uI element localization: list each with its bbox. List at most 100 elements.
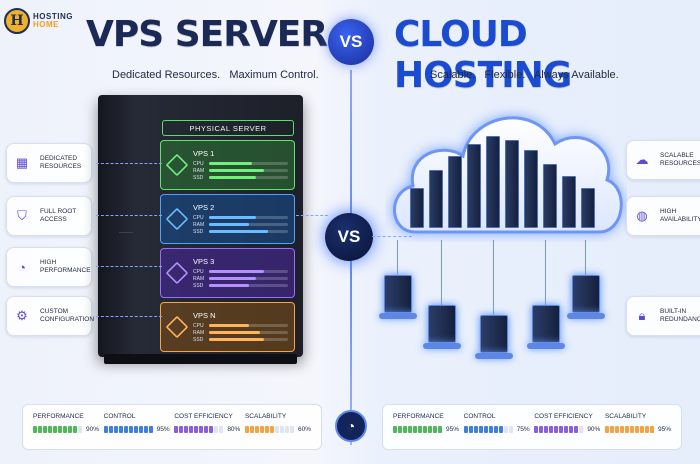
resource-bar-fill [209,216,257,219]
stat-bar-segment [73,426,77,433]
resource-bar [209,331,288,334]
stat-bar-segment [123,426,128,433]
globe-icon: ◍ [636,208,648,223]
stat-bar-segment [259,426,264,433]
cloud-node-base [423,343,461,349]
cloud-server-rack [410,188,424,228]
resource-bar [209,223,288,226]
stat-row: 90% [33,426,99,433]
stat-name: CONTROL [463,413,496,420]
connection-line [441,240,442,305]
cube-icon [165,315,189,339]
resource-bar-fill [209,338,265,341]
feature-card: ⛉FULL ROOT ACCESS [6,196,92,236]
resource-bar-fill [209,176,257,179]
cloud-server-rack [448,156,462,228]
stat-row: 60% [244,426,311,433]
vs-badge-top: VS [328,19,374,65]
resource-label: SSD [193,336,204,343]
resource-bar [209,176,288,179]
stat-bar-segment [174,426,179,433]
connection-line [585,240,586,275]
stat-bar-segment [639,426,644,433]
resource-bar-fill [209,162,253,165]
speedometer-icon: ◔ [335,410,367,442]
vps-name: VPS 3 [193,257,215,266]
stat-value: 90% [86,426,100,433]
stat-name: CONTROL [103,413,136,420]
stat-name: COST EFFICIENCY [174,413,233,420]
resource-bar-fill [209,331,261,334]
stat-bar-segment [138,426,143,433]
stat-bar-segment [549,426,554,433]
resource-label: CPU [193,160,204,167]
stat-bar-segment [554,426,559,433]
resource-bar-fill [209,169,265,172]
cloud-server-rack [467,144,481,228]
resource-bar [209,324,288,327]
feature-card: ▦DEDICATED RESOURCES [6,143,92,183]
stat-bar-segment [398,426,402,433]
stat-bar-segment [128,426,133,433]
stat-row: 95% [393,426,459,433]
server-drive-bays [106,130,146,345]
stat-bar-segment [48,426,52,433]
stat-bar-segment [478,426,483,433]
scale-resources-icon: ☁ [635,152,649,167]
resource-bar [209,230,288,233]
resource-bar-fill [209,324,249,327]
resource-bar [209,162,288,165]
vps-title: VPS SERVER [86,14,328,55]
resource-label: SSD [193,228,204,235]
stat-bar-segment [53,426,57,433]
resource-bar-fill [209,277,257,280]
stat-bar-segment [408,426,412,433]
stat-value: 95% [156,426,170,433]
stat-row: 80% [174,426,240,433]
resource-row: CPU [193,214,288,221]
cube-icon [165,207,189,231]
resource-row: SSD [193,282,288,289]
stat-bar-segment [264,426,269,433]
stat-bar-segment [488,426,493,433]
feature-card: 🔒︎BUILT-IN REDUNDANCY [626,296,700,336]
stat-name: SCALABILITY [604,413,647,420]
cloud-node-base [527,343,565,349]
stat-bar-segment [574,426,579,433]
stat-bar-segment [508,426,513,433]
stat-item: CONTROL 95% [103,413,170,441]
cube-icon [165,153,189,177]
resource-row: CPU [193,160,288,167]
resource-label: SSD [193,174,204,181]
feature-label: FULL ROOT ACCESS [40,208,77,223]
stat-bar-segment [624,426,629,433]
stat-bar-segment [498,426,503,433]
stat-bar-segment [133,426,138,433]
stat-bar [244,426,294,433]
stat-bar-segment [559,426,564,433]
stat-bar-segment [249,426,254,433]
stat-bar-segment [629,426,634,433]
stat-row: 95% [604,426,671,433]
feature-card: ◍HIGH AVAILABILITY [626,196,700,236]
stat-name: COST EFFICIENCY [534,413,593,420]
stat-value: 95% [446,426,460,433]
cube-icon [165,261,189,285]
stat-item: COST EFFICIENCY 80% [174,413,240,441]
cloud-server-racks [410,128,600,228]
stat-bar-segment [644,426,649,433]
stat-bar-segment [58,426,62,433]
cloud-node-server [532,305,560,343]
resource-bar [209,284,288,287]
stat-bar-segment [108,426,113,433]
stat-bar-segment [194,426,199,433]
stat-name: PERFORMANCE [33,413,84,420]
stat-bar-segment [539,426,544,433]
stat-bar-segment [418,426,422,433]
stat-bar-segment [244,426,249,433]
stat-bar-segment [184,426,189,433]
